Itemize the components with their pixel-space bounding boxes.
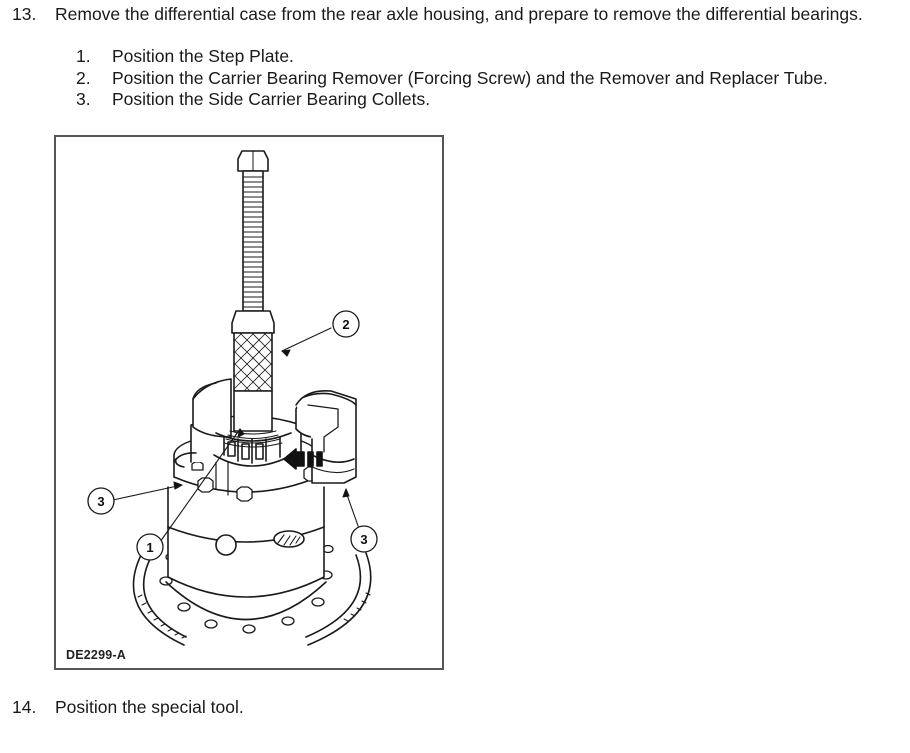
- substep-text: Position the Carrier Bearing Remover (Fo…: [112, 67, 828, 88]
- callout-3-right: 3: [350, 525, 378, 553]
- direction-arrow-icon: [283, 448, 323, 470]
- differential-tool-illustration: 2 3 1 3: [87, 150, 378, 646]
- substep-text: Position the Step Plate.: [112, 46, 294, 66]
- svg-text:3: 3: [97, 494, 104, 509]
- step-text: Position the special tool.: [55, 697, 244, 717]
- remover-and-replacer-tube: [223, 332, 283, 448]
- figure-differential-bearing-removal: 2 3 1 3 DE2299-A: [54, 135, 444, 670]
- ring-gear-flange: [132, 544, 372, 646]
- svg-text:2: 2: [342, 317, 349, 332]
- side-carrier-bearing-collet-right: [295, 389, 357, 484]
- substep-text: Position the Side Carrier Bearing Collet…: [112, 89, 431, 109]
- callout-1: 1: [136, 533, 164, 561]
- svg-text:1: 1: [146, 540, 153, 555]
- leader-lines: [112, 327, 363, 543]
- svg-text:3: 3: [360, 532, 367, 547]
- step-text: Remove the differential case from the re…: [55, 4, 863, 24]
- figure-id-label: DE2299-A: [66, 648, 126, 662]
- substep-number: 1.: [76, 46, 91, 66]
- substep-number: 2.: [76, 67, 91, 88]
- forcing-screw: [231, 150, 275, 334]
- step-number: 13.: [12, 4, 37, 24]
- callout-2: 2: [332, 310, 360, 338]
- bearing-rollers: [213, 432, 293, 467]
- callout-3-left: 3: [87, 487, 115, 515]
- substep-number: 3.: [76, 89, 91, 109]
- step-number: 14.: [12, 697, 37, 717]
- side-carrier-bearing-collet-left: [173, 378, 232, 468]
